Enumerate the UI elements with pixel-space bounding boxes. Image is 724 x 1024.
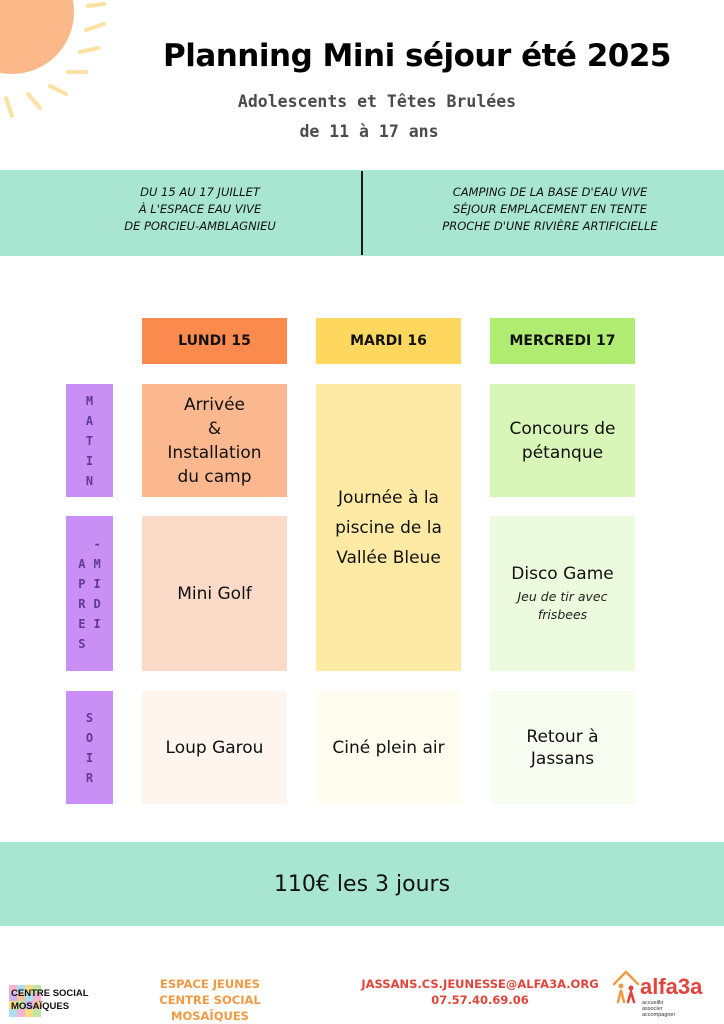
period-letter: M xyxy=(85,393,94,408)
period-label-matin: M A T I N xyxy=(66,384,113,497)
day-header-mercredi: MERCREDI 17 xyxy=(490,318,635,364)
footer-line: ESPACE JEUNES xyxy=(160,977,260,991)
cell-line: Loup Garou xyxy=(165,737,264,758)
period-letter: R xyxy=(85,770,94,785)
tagline-line: accueillir xyxy=(642,1000,664,1006)
page-title: Planning Mini séjour été 2025 xyxy=(162,38,672,74)
cell-lundi-matin: Arrivée & Installation du camp xyxy=(142,384,287,497)
centre-social-logo: CENTRE SOCIAL MOSAÏQUES xyxy=(9,985,93,1017)
period-letter: M xyxy=(93,556,101,571)
cell-mardi-journee: Journée à la piscine de la Vallée Bleue xyxy=(316,384,461,671)
period-letter: S xyxy=(78,636,86,651)
period-letter: A xyxy=(85,413,94,428)
info-line: CAMPING DE LA BASE D'EAU VIVE xyxy=(452,185,648,199)
cell-line: Retour à xyxy=(526,726,599,747)
cell-line: Ciné plein air xyxy=(332,737,445,758)
cell-lundi-soir: Loup Garou xyxy=(142,691,287,804)
price-banner: 110€ les 3 jours xyxy=(0,842,724,926)
logo-text-line: CENTRE SOCIAL xyxy=(11,988,89,999)
cell-line: Arrivée xyxy=(183,394,245,415)
camping-info: CAMPING DE LA BASE D'EAU VIVE SÉJOUR EMP… xyxy=(390,184,710,235)
info-line: PROCHE D'UNE RIVIÈRE ARTIFICIELLE xyxy=(442,219,658,233)
alfa3a-wordmark: alfa3a xyxy=(640,974,703,999)
period-letter: T xyxy=(85,433,94,448)
audience-subtitle: Adolescents et Têtes Brulées xyxy=(237,92,517,111)
cell-subtext: Jeu de tir avec frisbees xyxy=(518,588,608,624)
period-letter: N xyxy=(85,473,94,488)
info-line: À L'ESPACE EAU VIVE xyxy=(138,202,262,216)
period-label-apres-midi: A P R E S - M I D I xyxy=(66,516,113,671)
period-letter: I xyxy=(85,750,94,765)
info-line: SÉJOUR EMPLACEMENT EN TENTE xyxy=(453,202,647,216)
cell-line: Mini Golf xyxy=(177,583,252,604)
alfa3a-tagline: accueillir associer accompagner xyxy=(642,1000,675,1018)
period-letter: - xyxy=(93,536,101,551)
house-people-icon xyxy=(612,970,640,1004)
period-letter: I xyxy=(85,453,94,468)
cell-mardi-soir: Ciné plein air xyxy=(316,691,461,804)
period-letter: R xyxy=(78,596,86,611)
price-text: 110€ les 3 jours xyxy=(273,871,451,897)
cell-lundi-apres-midi: Mini Golf xyxy=(142,516,287,671)
cell-line: Installation xyxy=(167,442,262,463)
footer-organisation: ESPACE JEUNES CENTRE SOCIAL MOSAÏQUES xyxy=(120,976,300,1024)
period-letter: S xyxy=(85,710,94,725)
cell-mercredi-apres-midi: Disco Game Jeu de tir avec frisbees xyxy=(490,516,635,671)
period-label-soir: S O I R xyxy=(66,691,113,804)
period-letter: I xyxy=(93,576,101,591)
footer-contact: JASSANS.CS.JEUNESSE@ALFA3A.ORG 07.57.40.… xyxy=(350,976,610,1008)
period-letter: P xyxy=(78,576,86,591)
period-letter: E xyxy=(78,616,86,631)
info-line: DU 15 AU 17 JUILLET xyxy=(140,185,260,199)
period-letter: O xyxy=(85,730,94,745)
cell-subline: frisbees xyxy=(537,606,588,622)
sun-decoration xyxy=(0,0,130,130)
cell-line: Jassans xyxy=(530,748,595,769)
cell-subline: Jeu de tir avec xyxy=(517,588,608,604)
period-letter: I xyxy=(93,616,101,631)
alfa3a-logo: alfa3a accueillir associer accompagner xyxy=(610,966,710,1018)
cell-line: Disco Game xyxy=(511,563,614,584)
cell-line: Journée à la xyxy=(338,487,439,508)
footer-line: CENTRE SOCIAL MOSAÏQUES xyxy=(159,993,261,1023)
logo-text-line: MOSAÏQUES xyxy=(11,1001,70,1012)
cell-line: pétanque xyxy=(521,442,604,463)
info-line: DE PORCIEU-AMBLAGNIEU xyxy=(124,219,276,233)
tagline-line: associer xyxy=(642,1006,663,1012)
age-subtitle: de 11 à 17 ans xyxy=(299,122,439,141)
cell-line: Vallée Bleue xyxy=(336,547,441,568)
period-letter: A xyxy=(78,556,86,571)
cell-mercredi-matin: Concours de pétanque xyxy=(490,384,635,497)
cell-line: Concours de xyxy=(509,418,616,439)
period-letter: D xyxy=(93,596,101,611)
day-header-lundi: LUNDI 15 xyxy=(142,318,287,364)
info-band-divider xyxy=(361,171,363,255)
cell-line: & xyxy=(207,418,222,439)
cell-line: piscine de la xyxy=(335,517,442,538)
contact-email[interactable]: JASSANS.CS.JEUNESSE@ALFA3A.ORG xyxy=(361,977,599,991)
tagline-line: accompagner xyxy=(642,1012,676,1018)
day-header-mardi: MARDI 16 xyxy=(316,318,461,364)
cell-mercredi-soir: Retour à Jassans xyxy=(490,691,635,804)
cell-line: du camp xyxy=(177,466,252,487)
contact-phone[interactable]: 07.57.40.69.06 xyxy=(431,993,529,1007)
dates-location-info: DU 15 AU 17 JUILLET À L'ESPACE EAU VIVE … xyxy=(40,184,360,235)
